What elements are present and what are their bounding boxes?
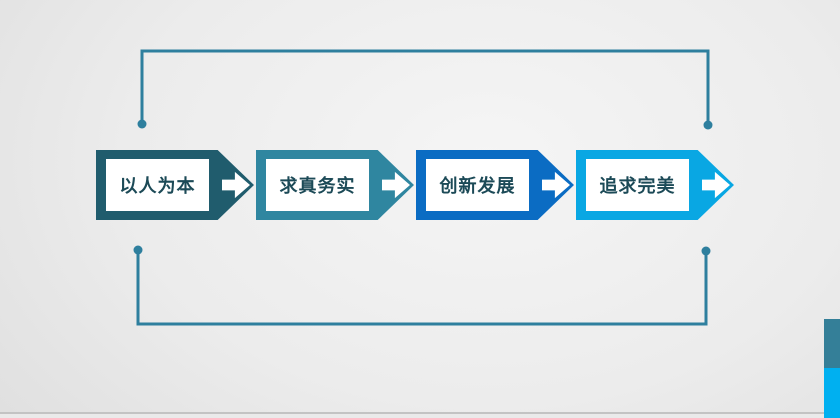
edge-tab-cyan — [824, 368, 840, 418]
step-label: 以人为本 — [119, 176, 196, 197]
bottom-bracket-right-dot — [701, 246, 711, 256]
step-label-box: 求真务实 — [266, 159, 369, 211]
step-label: 求真务实 — [279, 176, 356, 197]
step-label-box: 追求完美 — [586, 159, 689, 211]
step-label: 创新发展 — [439, 176, 516, 197]
top-bracket-left-dot — [137, 119, 147, 129]
step-label-box: 以人为本 — [106, 159, 209, 211]
arrow-right-icon — [702, 171, 730, 199]
edge-tab-teal — [824, 319, 840, 368]
top-bracket-line — [140, 49, 710, 123]
flow-step-4: 追求完美 — [576, 150, 734, 220]
bottom-divider-line — [0, 412, 840, 414]
arrow-right-icon — [542, 171, 570, 199]
flow-step-1: 以人为本 — [96, 150, 254, 220]
step-label-box: 创新发展 — [426, 159, 529, 211]
bottom-bracket-left-dot — [133, 245, 143, 255]
step-label: 追求完美 — [599, 176, 676, 197]
arrow-right-icon — [222, 171, 250, 199]
flow-step-2: 求真务实 — [256, 150, 414, 220]
top-bracket-right-dot — [703, 120, 713, 130]
flow-step-3: 创新发展 — [416, 150, 574, 220]
bottom-bracket-line — [136, 252, 708, 326]
arrow-right-icon — [382, 171, 410, 199]
bottom-strip — [0, 414, 824, 418]
